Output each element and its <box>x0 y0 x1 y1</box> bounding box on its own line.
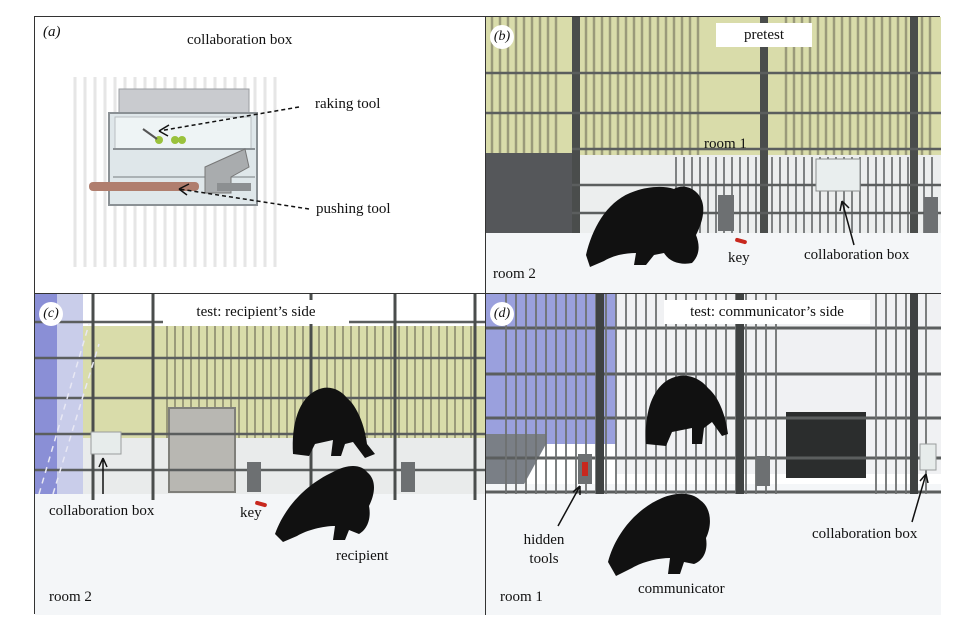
panel-d-title: test: communicator’s side <box>664 300 870 324</box>
room-1-label: room 1 <box>500 589 543 605</box>
ape-silhouette <box>292 387 375 458</box>
panel-c-illustration <box>35 294 485 615</box>
panel-divider-vertical <box>485 17 486 615</box>
pushing-tool-label: pushing tool <box>316 201 391 217</box>
raking-tool-label: raking tool <box>315 96 381 112</box>
panel-d-letter: (d) <box>490 302 514 326</box>
dispenser <box>247 462 261 492</box>
cage-posts <box>572 17 918 233</box>
food-item <box>178 136 186 144</box>
dispenser <box>756 456 770 486</box>
collaboration-box-shape <box>919 443 937 471</box>
floor <box>486 233 941 293</box>
panel-b-letter: (b) <box>490 25 514 49</box>
key-shape <box>255 500 267 508</box>
annotation-arrows <box>158 106 310 210</box>
key-label: key <box>728 250 750 266</box>
room-2-label: room 2 <box>49 589 92 605</box>
collaboration-box-label: collaboration box <box>49 503 155 519</box>
wall-purple <box>35 294 57 494</box>
door <box>786 412 866 478</box>
panel-c: (c) test: recipient’s side collaboration… <box>35 294 485 615</box>
collaboration-box-shape <box>815 158 861 192</box>
panel-b-title: pretest <box>716 23 812 47</box>
pushing-tool-shape <box>89 182 199 191</box>
panel-a: (a) collaboration box raking tool pushin… <box>35 17 485 293</box>
key-shape <box>735 237 747 245</box>
room-2-label: room 2 <box>493 266 536 282</box>
panel-d: (d) test: communicator’s side hidden too… <box>486 294 941 615</box>
dispenser <box>401 462 415 492</box>
dark-wall-block <box>486 153 572 235</box>
recipient-label: recipient <box>336 548 389 564</box>
floor <box>486 484 941 615</box>
arrow <box>839 200 855 246</box>
key-label: key <box>240 505 262 521</box>
panel-b: (b) pretest room 1 key collaboration box… <box>486 17 941 293</box>
panel-divider-horizontal <box>35 293 941 294</box>
panel-d-illustration <box>486 294 941 615</box>
figure: (a) collaboration box raking tool pushin… <box>34 16 941 615</box>
panel-a-title: collaboration box <box>187 32 293 48</box>
panel-c-title: test: recipient’s side <box>163 300 349 324</box>
panel-a-letter: (a) <box>43 24 61 40</box>
arrow <box>98 457 108 494</box>
wall-green <box>83 326 485 438</box>
hidden-tools-label: hidden tools <box>523 532 565 567</box>
room-1-label: room 1 <box>704 136 747 152</box>
ape-silhouette <box>645 375 728 446</box>
collaboration-box-label: collaboration box <box>812 526 918 542</box>
dispenser <box>718 195 734 231</box>
door <box>168 407 236 493</box>
dispenser <box>924 197 938 233</box>
collaboration-box-shape <box>90 431 122 455</box>
box-mount <box>118 88 250 114</box>
panel-c-letter: (c) <box>39 302 63 326</box>
panel-b-illustration <box>486 17 941 293</box>
ape-silhouette <box>275 466 374 542</box>
communicator-label: communicator <box>638 581 725 597</box>
annotation-arrows <box>557 473 929 527</box>
collaboration-box-label: collaboration box <box>804 247 910 263</box>
food-item <box>171 136 179 144</box>
ape-silhouette <box>586 186 704 267</box>
panel-a-illustration <box>73 77 310 267</box>
ape-silhouette <box>608 493 710 576</box>
floor <box>35 494 485 615</box>
raking-tool-shape <box>142 128 158 140</box>
